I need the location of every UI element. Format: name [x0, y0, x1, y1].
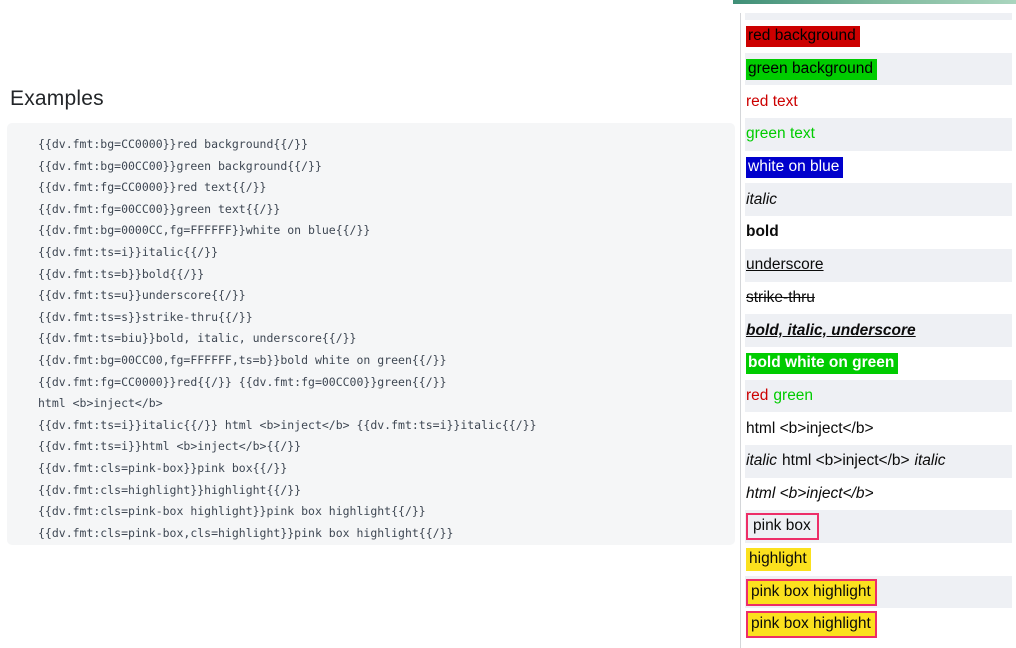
code-line: {{dv.fmt:ts=u}}underscore{{/}} — [38, 288, 246, 303]
formatted-text: bold white on green — [746, 352, 899, 374]
output-row-red-background: red background — [745, 20, 1012, 53]
code-line: {{dv.fmt:cls=pink-box}}pink box{{/}} — [38, 460, 288, 475]
output-row-strike-thru: strike-thru — [745, 282, 1012, 315]
code-line: {{dv.fmt:bg=00CC00,fg=FFFFFF,ts=b}}bold … — [38, 352, 447, 367]
formatted-text: html <b>inject</b> — [746, 419, 874, 437]
formatted-text: bold, italic, underscore — [746, 321, 916, 339]
formatted-text: html <b>inject</b> — [746, 484, 874, 502]
code-line: {{dv.fmt:bg=CC0000}}red background{{/}} — [38, 137, 309, 151]
code-block: {{dv.fmt:bg=CC0000}}red background{{/}} … — [7, 123, 735, 545]
formatted-text: html <b>inject</b> — [782, 452, 910, 470]
formatted-text: highlight — [746, 547, 811, 571]
output-row-white-on-blue: white on blue — [745, 151, 1012, 184]
output-row-green-background: green background — [745, 52, 1012, 86]
formatted-text: pink box highlight — [746, 611, 877, 639]
output-row-underscore: underscore — [745, 248, 1012, 282]
panel-divider — [740, 13, 741, 648]
code-line: {{dv.fmt:bg=00CC00}}green background{{/}… — [38, 158, 322, 173]
output-row-bold-italic-underscore: bold, italic, underscore — [745, 314, 1012, 347]
output-row-pink-box-highlight-1: pink box highlight — [745, 575, 1012, 609]
formatted-text: pink box — [746, 513, 819, 541]
code-line: {{dv.fmt:ts=s}}strike-thru{{/}} — [38, 309, 253, 324]
formatted-text: red — [746, 386, 769, 404]
examples-heading: Examples — [10, 87, 104, 111]
output-row-highlight: highlight — [745, 543, 1012, 576]
code-line: html <b>inject</b> — [38, 396, 163, 411]
code-line: {{dv.fmt:cls=pink-box,cls=highlight}}pin… — [38, 525, 454, 540]
code-line: {{dv.fmt:ts=b}}bold{{/}} — [38, 266, 205, 281]
formatted-text: green text — [746, 125, 815, 143]
formatted-text: strike-thru — [746, 288, 815, 306]
code-line: {{dv.fmt:ts=i}}italic{{/}} — [38, 244, 219, 259]
code-line: {{dv.fmt:fg=CC0000}}red text{{/}} — [38, 180, 267, 195]
formatted-text: underscore — [746, 256, 824, 274]
output-row-bold: bold — [745, 216, 1012, 249]
formatted-text: pink box highlight — [746, 578, 877, 606]
formatted-text: green background — [746, 58, 877, 80]
code-line: {{dv.fmt:ts=i}}italic{{/}} html <b>injec… — [38, 417, 537, 432]
formatted-text: white on blue — [746, 156, 844, 178]
code-line: {{dv.fmt:fg=CC0000}}red{{/}} {{dv.fmt:fg… — [38, 374, 447, 389]
output-row-green-text: green text — [745, 118, 1012, 151]
accent-bar — [733, 0, 1016, 4]
output-row-empty — [745, 13, 1012, 20]
output-row-bold-white-on-green: bold white on green — [745, 347, 1012, 380]
output-row-italic: italic — [745, 183, 1012, 217]
output-row-html-inject: html <b>inject</b> — [745, 412, 1012, 445]
rendered-output-panel: red background green background red text… — [745, 13, 1012, 641]
formatted-text: bold — [746, 223, 779, 241]
output-row-pink-box-highlight-2: pink box highlight — [745, 608, 1012, 641]
output-row-red-green: red green — [745, 379, 1012, 413]
code-line: {{dv.fmt:ts=biu}}bold, italic, underscor… — [38, 331, 357, 346]
output-row-red-text: red text — [745, 85, 1012, 118]
code-line: {{dv.fmt:ts=i}}html <b>inject</b>{{/}} — [38, 439, 302, 454]
formatted-text: red text — [746, 92, 798, 110]
code-line: {{dv.fmt:cls=pink-box highlight}}pink bo… — [38, 504, 426, 519]
output-row-pink-box: pink box — [745, 510, 1012, 543]
output-row-italic-html-inject: html <b>inject</b> — [745, 478, 1012, 511]
code-line: {{dv.fmt:cls=highlight}}highlight{{/}} — [38, 482, 302, 497]
formatted-text: italic — [914, 452, 946, 470]
formatted-text: green — [773, 386, 814, 404]
output-row-italic-html-inject-italic: italic html <b>inject</b> italic — [745, 444, 1012, 478]
code-line: {{dv.fmt:fg=00CC00}}green text{{/}} — [38, 201, 281, 216]
formatted-text: red background — [746, 25, 860, 47]
code-line: {{dv.fmt:bg=0000CC,fg=FFFFFF}}white on b… — [38, 223, 371, 238]
formatted-text: italic — [746, 190, 778, 208]
formatted-text: italic — [746, 452, 778, 470]
